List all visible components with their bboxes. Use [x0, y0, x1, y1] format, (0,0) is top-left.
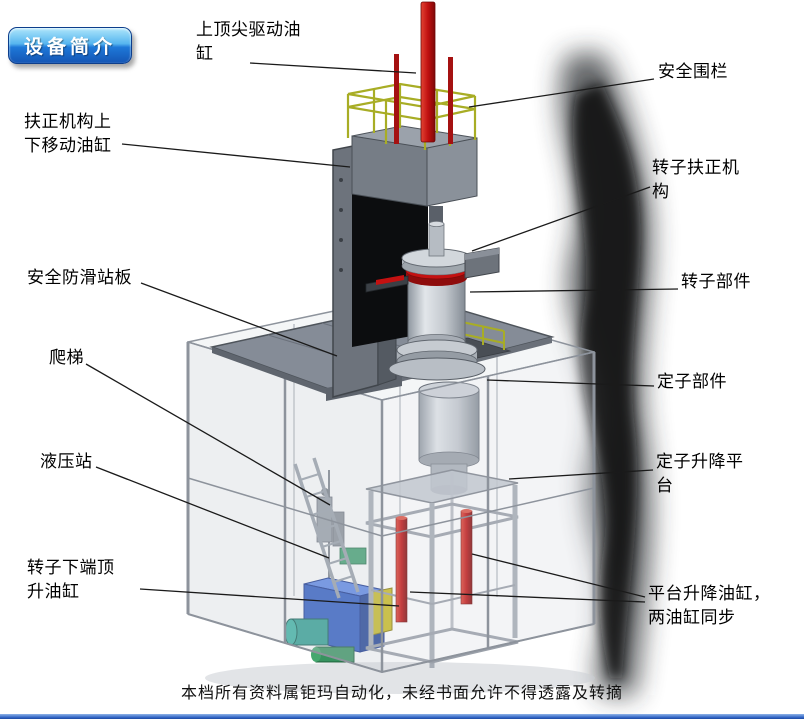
- rotor-centering-mechanism-arms: [365, 247, 500, 293]
- floor-shadow: [205, 662, 595, 694]
- callout-safety-fence: 安全围栏: [658, 62, 728, 81]
- callout-stator-lift-platform: 定子升降平 台: [656, 452, 744, 495]
- leader-lines: [85, 62, 679, 607]
- smoke-shadow: [560, 52, 652, 695]
- leader-platform-cylinders-1: [471, 553, 646, 598]
- bottom-border: [0, 714, 804, 719]
- leader-stator-component: [486, 379, 655, 387]
- title-badge: 设备简介: [8, 27, 132, 64]
- confidentiality-footer: 本档所有资料属钜玛自动化，未经书面允许不得透露及转摘: [180, 685, 623, 702]
- rotor-assembly: [388, 220, 486, 381]
- callout-platform-lift-cylinders: 平台升降油缸， 两油缸同步: [648, 584, 771, 627]
- platform-lift-cylinders-shapes: [395, 509, 473, 623]
- leader-rotor-centering-mechanism: [471, 186, 651, 252]
- leader-ladder: [85, 363, 331, 506]
- leader-rotor-bottom-jack: [139, 588, 400, 607]
- stator-cylinder: [418, 381, 480, 495]
- leader-stator-lift-platform: [508, 469, 654, 480]
- leader-anti-slip-deck: [140, 282, 338, 357]
- callout-anti-slip-deck: 安全防滑站板: [27, 268, 132, 287]
- leader-centering-updown-cylinder: [121, 143, 351, 168]
- top-drive-rod: [394, 1, 453, 144]
- leader-hydraulic-station: [95, 466, 330, 559]
- leader-platform-cylinders-2: [409, 591, 646, 603]
- callout-rotor-component: 转子部件: [681, 272, 751, 291]
- callout-ladder: 爬梯: [49, 348, 84, 367]
- callout-stator-component: 定子部件: [657, 372, 727, 391]
- callout-top-drive-cylinder: 上顶尖驱动油 缸: [196, 20, 301, 63]
- head-box: [351, 125, 478, 232]
- ladder: [293, 457, 360, 599]
- leader-top-drive-cylinder: [249, 62, 417, 74]
- enclosure-cage: [186, 340, 596, 674]
- callout-centering-updown-cylinder: 扶正机构上 下移动油缸: [24, 112, 112, 155]
- leader-safety-fence: [468, 78, 655, 108]
- callout-rotor-centering-mechanism: 转子扶正机 构: [652, 158, 740, 201]
- leader-rotor-component: [469, 288, 679, 293]
- callout-rotor-bottom-jack: 转子下端顶 升油缸: [27, 558, 115, 601]
- callout-hydraulic-station: 液压站: [40, 452, 93, 471]
